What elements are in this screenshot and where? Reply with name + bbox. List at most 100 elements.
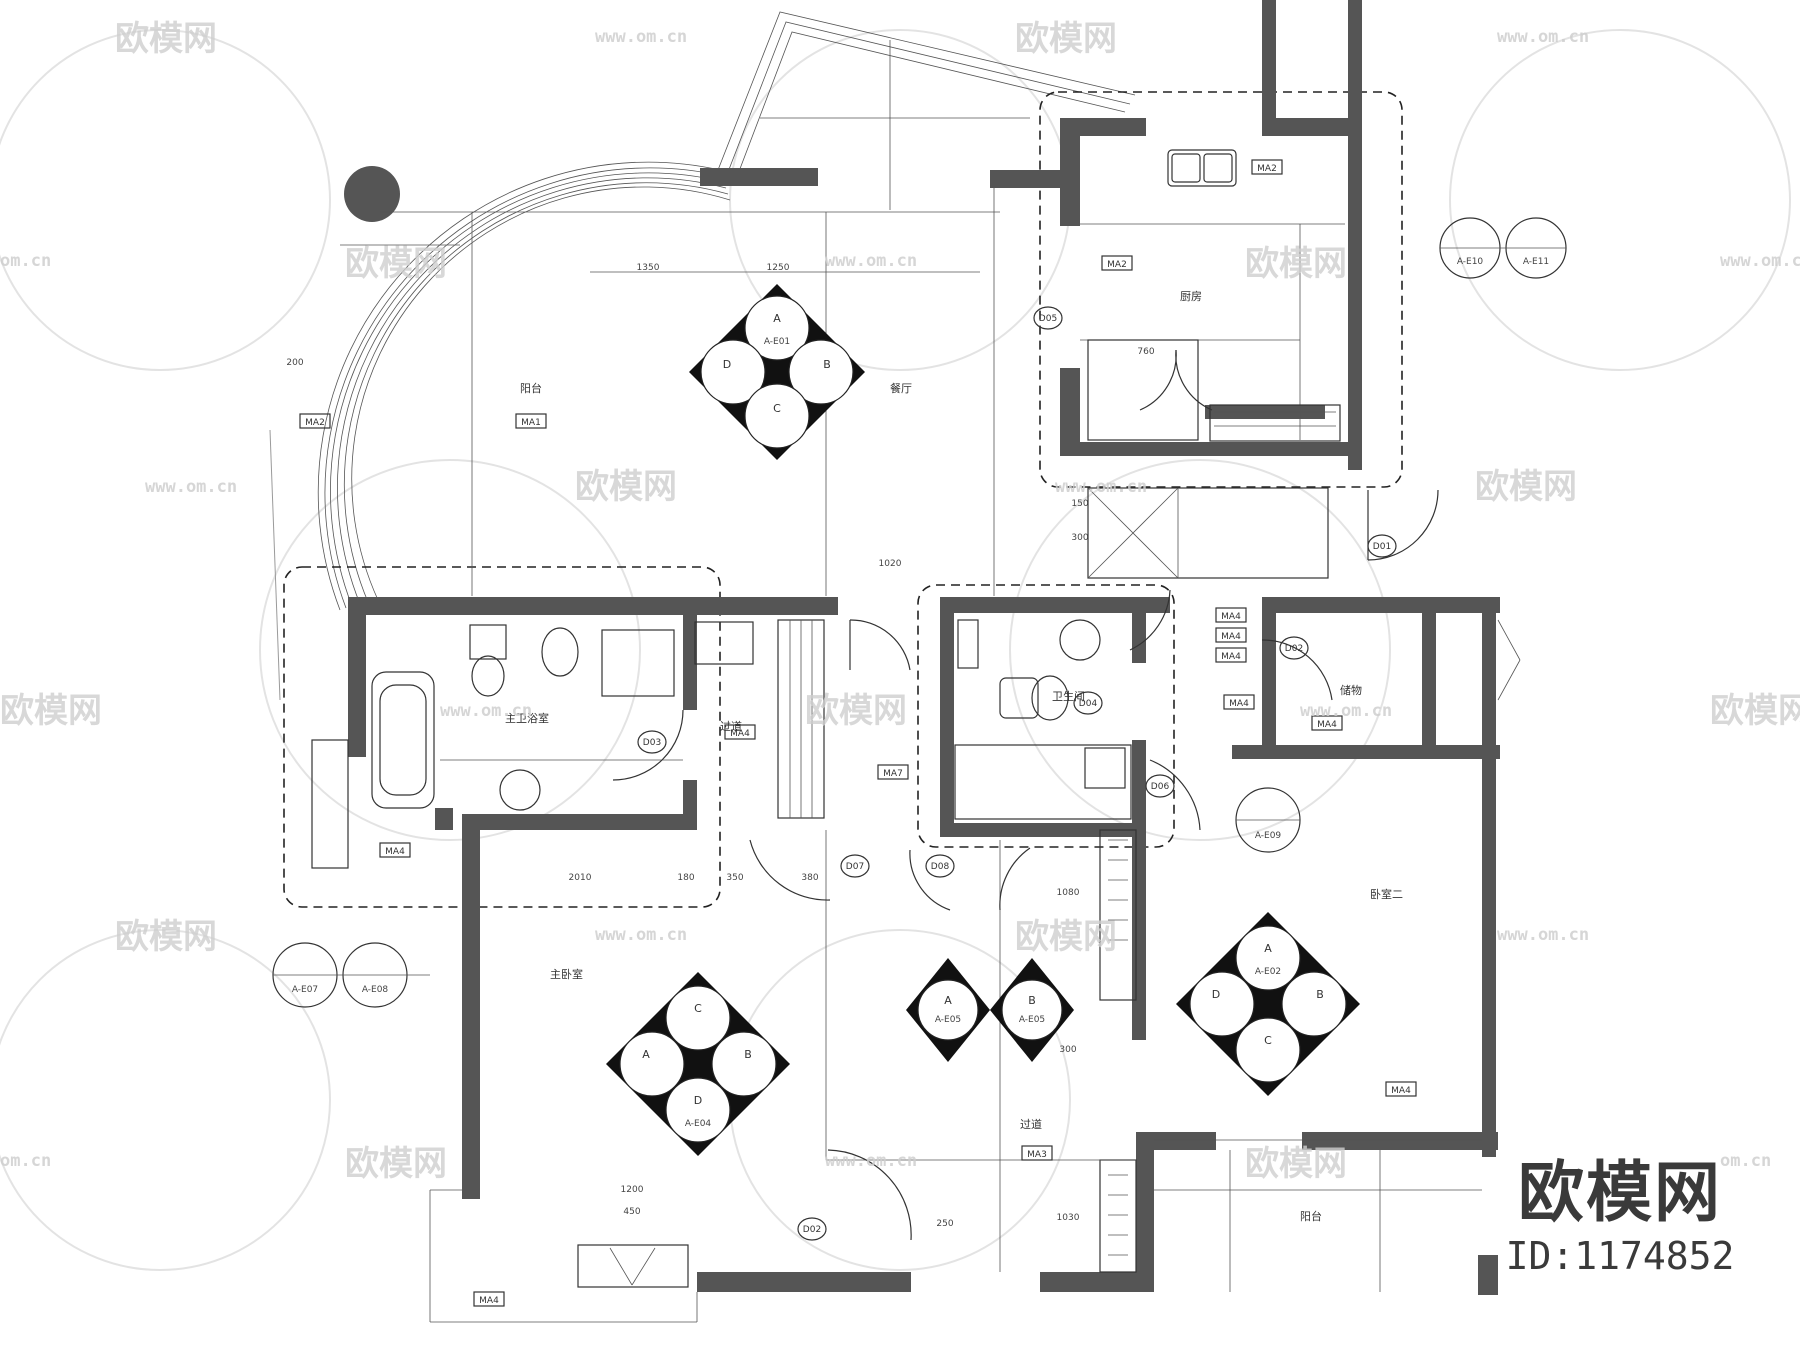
elevation-marker-master: C A B D A-E04 <box>606 972 790 1156</box>
marker-master-left: A <box>642 1048 650 1061</box>
dim-8: 150 <box>1071 499 1088 509</box>
watermark-url-2: www.om.cn <box>1497 27 1589 47</box>
room-labels: 阳台 餐厅 厨房 主卫浴室 卫生间 储物 过道 主卧室 卧室二 过道 阳台 <box>505 290 1403 1223</box>
pair-right-2: A-E11 <box>1523 257 1549 267</box>
walls <box>348 0 1500 1295</box>
pair-left-1: A-E07 <box>292 985 318 995</box>
mat-tag-hall-1: MA4 <box>1221 612 1241 622</box>
watermark-logo-2: 欧模网 <box>1015 19 1117 59</box>
door-tag-d02: D02 <box>1285 644 1303 654</box>
material-tags: MA2 MA2 MA2 MA1 MA4 MA4 MA4 MA4 MA4 MA4 … <box>299 159 1417 1307</box>
column-round <box>344 166 400 222</box>
marker-dining-right: B <box>823 358 831 371</box>
dim-11: 760 <box>1137 347 1154 357</box>
interior-lines <box>311 149 1521 1323</box>
mat-tag-storage: MA4 <box>1317 720 1337 730</box>
upper-balcony <box>717 11 1136 210</box>
marker-bedroom-top: A <box>1264 942 1272 955</box>
room-label-bath: 卫生间 <box>1052 689 1085 703</box>
mat-tag-mbath: MA4 <box>730 729 750 739</box>
marker-bedroom-sub: A-E02 <box>1255 967 1281 977</box>
marker-bedroom-bottom: C <box>1264 1034 1272 1047</box>
dim-5: 380 <box>801 873 818 883</box>
elevation-pair-right: A-E10 A-E11 <box>1439 217 1567 279</box>
mat-tag-kitchen-1: MA2 <box>1257 164 1277 174</box>
watermark-url-13: www.om.cn <box>825 1151 917 1171</box>
watermark-url-3: om.cn <box>0 251 51 271</box>
dim-7: 180 <box>677 873 694 883</box>
watermark-url-14: om.cn <box>1720 1151 1771 1171</box>
watermark-logo-5: 欧模网 <box>575 467 677 507</box>
watermark-url-5: www.om.cn <box>1720 251 1800 271</box>
elevation-marker-corridor: A A-E05 B A-E05 <box>906 958 1074 1062</box>
marker-corridor-a: A <box>944 994 952 1007</box>
dim-14: 1080 <box>1057 888 1080 898</box>
marker-dining-left: D <box>723 358 731 371</box>
door-tag-d07: D07 <box>846 862 864 872</box>
marker-bedroom-left: D <box>1212 988 1220 1001</box>
marker-master-right: B <box>744 1048 752 1061</box>
watermark-logo-4: 欧模网 <box>1245 244 1347 284</box>
marker-dining-bottom: C <box>773 402 781 415</box>
marker-corridor-a-sub: A-E05 <box>935 1015 961 1025</box>
dim-12: 1200 <box>621 1185 644 1195</box>
watermark-url-8: www.om.cn <box>440 701 532 721</box>
door-tag-d05: D05 <box>1039 314 1057 324</box>
room-label-balcony: 阳台 <box>1300 1209 1322 1223</box>
watermark-logo-6: 欧模网 <box>1475 467 1577 507</box>
room-label-kitchen: 厨房 <box>1180 290 1202 303</box>
watermark-url-1: www.om.cn <box>595 27 687 47</box>
brand-id: ID:1174852 <box>1505 1234 1735 1278</box>
mat-tag-dining: MA1 <box>521 418 541 428</box>
marker-corridor-b-sub: A-E05 <box>1019 1015 1045 1025</box>
watermark-url-7: www.om.cn <box>1055 477 1147 497</box>
mat-tag-kitchen-2: MA2 <box>1107 260 1127 270</box>
marker-master-bottom: D <box>694 1094 702 1107</box>
room-label-terrace: 阳台 <box>520 381 542 395</box>
dim-2: 1250 <box>767 263 790 273</box>
watermark-logo-3: 欧模网 <box>345 244 447 284</box>
watermark-url-6: www.om.cn <box>145 477 237 497</box>
dim-4: 2010 <box>569 873 592 883</box>
dim-3: 1020 <box>879 559 902 569</box>
watermark-logo-7: 欧模网 <box>0 691 102 731</box>
mat-tag-bedroom: MA4 <box>1391 1086 1411 1096</box>
room-label-corridor-2: 过道 <box>1020 1117 1042 1131</box>
elevation-pair-left: A-E07 A-E08 <box>272 942 430 1008</box>
dim-17: 250 <box>936 1219 953 1229</box>
watermark-url-4: www.om.cn <box>825 251 917 271</box>
watermarks: 欧模网 www.om.cn 欧模网 www.om.cn om.cn 欧模网 ww… <box>0 19 1800 1184</box>
dim-10: 200 <box>286 358 303 368</box>
marker-corridor-b: B <box>1028 994 1036 1007</box>
watermark-logo-13: 欧模网 <box>1245 1144 1347 1184</box>
door-tags: D05 D01 D03 D02 D04 D06 D07 D08 D02 <box>637 306 1397 1241</box>
mat-tag-corridor: MA7 <box>883 769 903 779</box>
watermark-logo-9: 欧模网 <box>1710 691 1800 731</box>
single-bedroom-marker: A-E09 <box>1255 831 1282 841</box>
elevation-marker-dining: A D B C A-E01 <box>689 284 865 460</box>
dim-16: 300 <box>1059 1045 1076 1055</box>
room-label-corridor: 过道 <box>720 719 742 733</box>
mat-tag-entry: MA4 <box>479 1296 499 1306</box>
dim-6: 350 <box>726 873 743 883</box>
curved-terrace <box>269 161 731 701</box>
pair-left-2: A-E08 <box>362 985 389 995</box>
dim-13: 450 <box>623 1207 640 1217</box>
watermark-logo-11: 欧模网 <box>1015 917 1117 957</box>
watermark-logo-1: 欧模网 <box>115 19 217 59</box>
mat-tag-hall-2: MA4 <box>1221 632 1241 642</box>
door-tag-d06: D06 <box>1151 782 1170 792</box>
watermark-circles <box>0 29 1791 1271</box>
room-label-master-bath: 主卫浴室 <box>505 711 549 725</box>
pair-right-1: A-E10 <box>1457 257 1484 267</box>
dim-1: 1350 <box>637 263 660 273</box>
watermark-logo-12: 欧模网 <box>345 1144 447 1184</box>
room-label-storage: 储物 <box>1340 683 1362 697</box>
door-tag-d08: D08 <box>931 862 950 872</box>
mat-tag-hall-3: MA4 <box>1221 652 1241 662</box>
mat-tag-terrace: MA2 <box>305 418 325 428</box>
watermark-logo-8: 欧模网 <box>805 691 907 731</box>
dim-15: 1030 <box>1057 1213 1080 1223</box>
brand-badge: 欧模网 ID:1174852 <box>1500 1160 1740 1279</box>
